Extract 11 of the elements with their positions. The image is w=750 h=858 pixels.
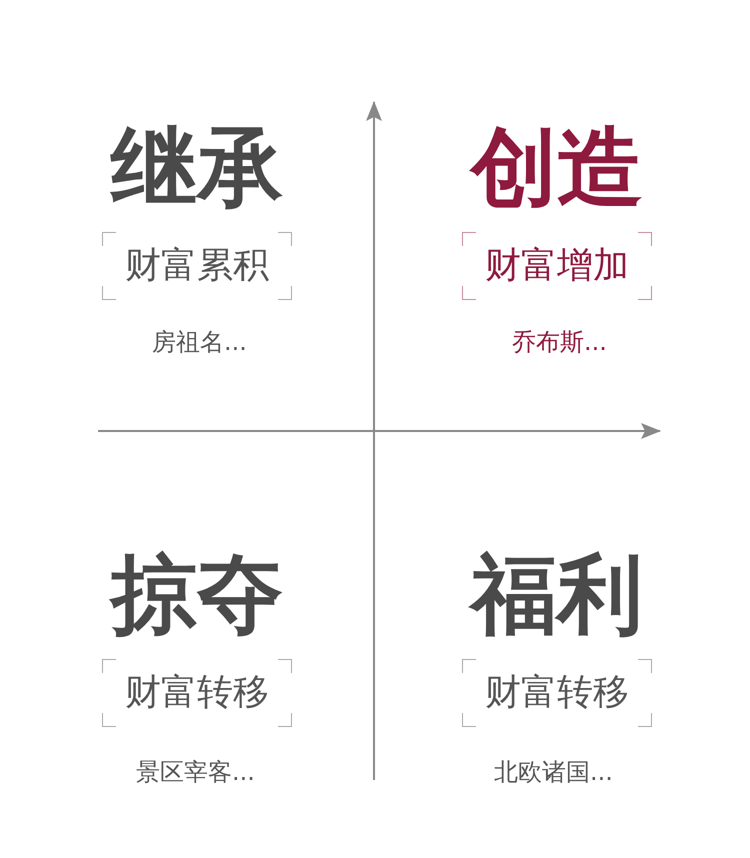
bracketed-subtitle: 财富累积 [102,232,292,300]
bracketed-subtitle: 财富转移 [462,659,652,727]
example-text: 北欧诸国... [494,757,613,787]
bracketed-subtitle: 财富增加 [462,232,652,300]
quadrant-heading: 继承 [111,118,283,218]
example-text: 乔布斯... [512,327,607,357]
example-text: 景区宰客... [136,757,255,787]
bracketed-subtitle: 财富转移 [102,659,292,727]
quadrant-heading: 创造 [471,118,643,218]
example-text: 房祖名... [152,327,247,357]
quadrant-heading: 掠夺 [111,545,283,645]
